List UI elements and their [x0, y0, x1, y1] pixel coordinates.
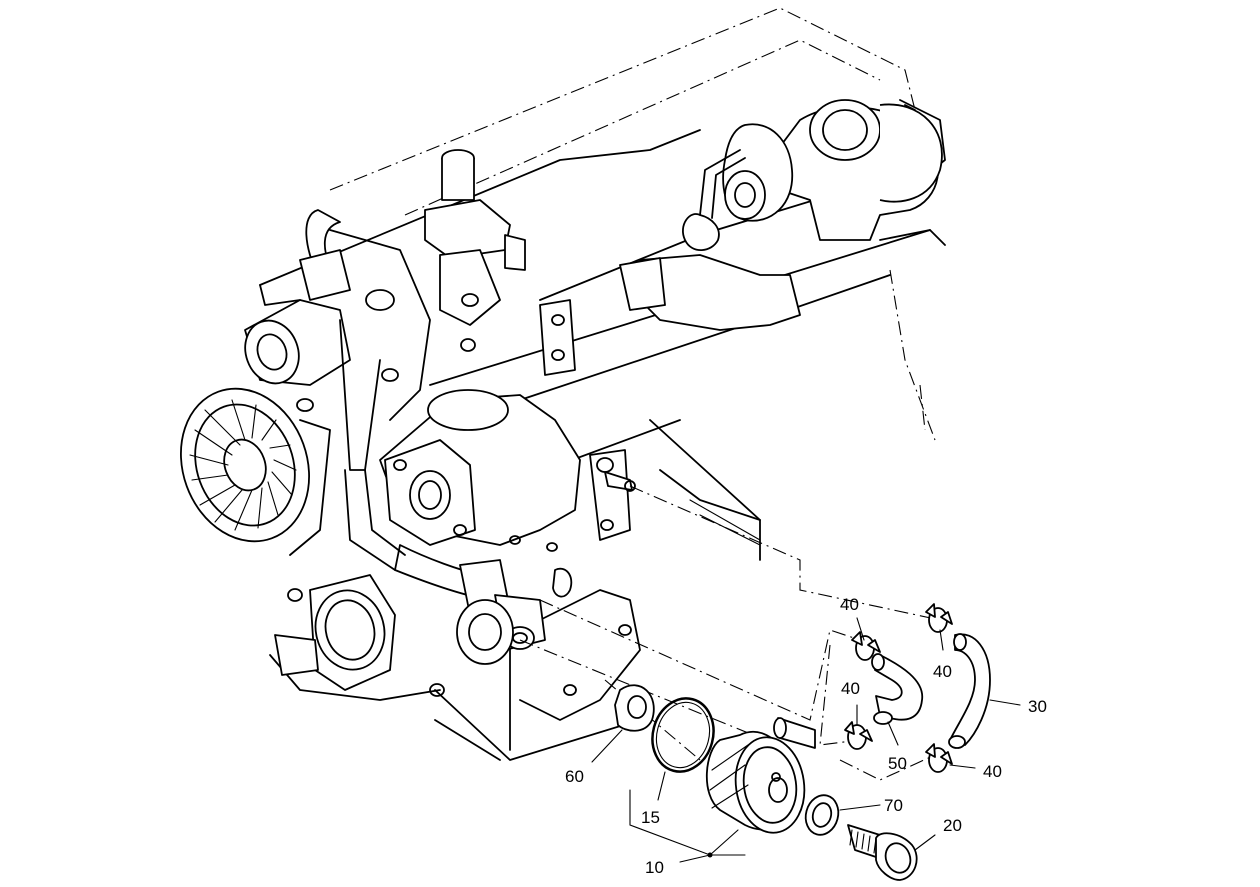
timing-cover	[456, 535, 632, 696]
part-40-clamps	[844, 603, 953, 773]
part-15-o-ring	[651, 697, 715, 773]
callout-labels: 40 40 40 40 30 50 60 15 70 20 10	[565, 595, 1047, 877]
water-pump	[244, 209, 431, 471]
oil-pump-housing	[379, 389, 636, 546]
part-70-washer	[804, 794, 840, 836]
callout-60: 60	[565, 767, 584, 786]
callout-20: 20	[943, 816, 962, 835]
part-20-bolt	[847, 824, 918, 881]
part-10-oil-cooler	[705, 730, 806, 834]
fan-housing	[180, 387, 331, 556]
part-50-hose	[871, 653, 923, 725]
thermostat	[424, 149, 576, 376]
coolant-outlet	[274, 574, 445, 697]
adapter-pipe	[773, 717, 816, 749]
callout-40-mid: 40	[841, 679, 860, 698]
callout-70: 70	[884, 796, 903, 815]
callout-15: 15	[641, 808, 660, 827]
callout-40-top: 40	[840, 595, 859, 614]
leader-lines	[591, 617, 1021, 863]
turbocharger	[619, 99, 943, 331]
callout-30: 30	[1028, 697, 1047, 716]
clamp-1	[851, 631, 881, 661]
part-30-hose	[948, 633, 991, 749]
callout-10: 10	[645, 858, 664, 877]
callout-40-bottom: 40	[983, 762, 1002, 781]
callout-40-right: 40	[933, 662, 952, 681]
assembly-guides	[519, 485, 941, 781]
callout-50: 50	[888, 754, 907, 773]
clamp-2	[925, 603, 953, 633]
clamp-4	[925, 743, 953, 773]
part-60-bracket	[614, 684, 655, 732]
clamp-3	[844, 721, 873, 750]
